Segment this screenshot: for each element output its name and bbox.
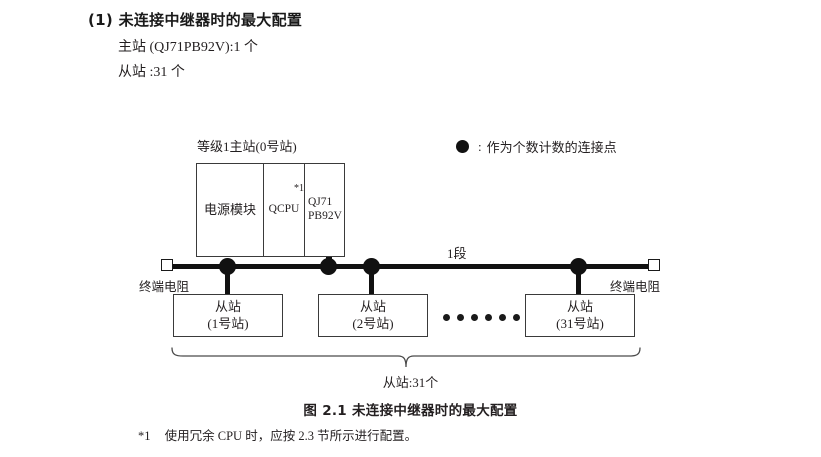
legend: : 作为个数计数的连接点 [456, 137, 617, 156]
spec-line-slave: 从站 :31 个 [118, 65, 185, 80]
connection-point-dot-icon [456, 140, 469, 153]
legend-label: 作为个数计数的连接点 [486, 140, 617, 155]
terminator-square-left-icon [161, 259, 173, 271]
footnote-text: 使用冗余 CPU 时，应按 2.3 节所示进行配置。 [164, 429, 418, 443]
section-heading: (1) 未连接中继器时的最大配置 [88, 11, 303, 29]
slave-ellipsis-icon [443, 314, 520, 321]
power-supply-module-cell: 电源模块 [203, 202, 256, 218]
bus-trunk-line [167, 264, 649, 269]
drop-line-slave31 [576, 266, 581, 294]
connection-point-dot-master [320, 258, 337, 275]
slave-station-box-31: 从站 (31号站) [525, 294, 635, 337]
qcpu-label: QCPU [268, 203, 300, 216]
qcpu-module-cell: QCPU *1 [263, 164, 304, 256]
slave-name-2: 从站 [359, 298, 386, 314]
legend-separator: : [478, 138, 482, 154]
terminator-square-right-icon [648, 259, 660, 271]
slave-station-number-31: (31号站) [556, 315, 604, 331]
terminator-label-left: 终端电阻 [139, 280, 190, 294]
footnote: *1 使用冗余 CPU 时，应按 2.3 节所示进行配置。 [138, 425, 417, 444]
profibus-module-line2: PB92V [308, 210, 342, 222]
terminator-label-right: 终端电阻 [610, 280, 661, 294]
profibus-module-line1: QJ71 [308, 196, 333, 209]
drop-line-slave1 [225, 266, 230, 294]
spec-line-master: 主站 (QJ71PB92V):1 个 [118, 40, 259, 55]
master-station-module: 电源模块 QCPU *1 QJ71 PB92V [196, 163, 345, 257]
slave-station-number-1: (1号站) [207, 315, 249, 331]
slave-station-box-1: 从站 (1号站) [173, 294, 283, 337]
slave-name-31: 从站 [566, 298, 593, 314]
slave-count-brace-icon [170, 346, 642, 375]
slave-name-1: 从站 [214, 298, 241, 314]
figure-caption: 图 2.1 未连接中继器时的最大配置 [303, 403, 518, 419]
slave-total-label: 从站:31个 [382, 375, 439, 390]
slave-station-box-2: 从站 (2号站) [318, 294, 428, 337]
master-station-caption: 等级1主站(0号站) [197, 139, 297, 154]
footnote-marker: *1 [138, 429, 151, 443]
bus-segment-label: 1段 [447, 246, 467, 261]
profibus-module-cell: QJ71 PB92V [304, 164, 344, 256]
slave-station-number-2: (2号站) [352, 315, 394, 331]
drop-line-slave2 [369, 266, 374, 294]
qcpu-footnote-marker: *1 [294, 183, 304, 194]
